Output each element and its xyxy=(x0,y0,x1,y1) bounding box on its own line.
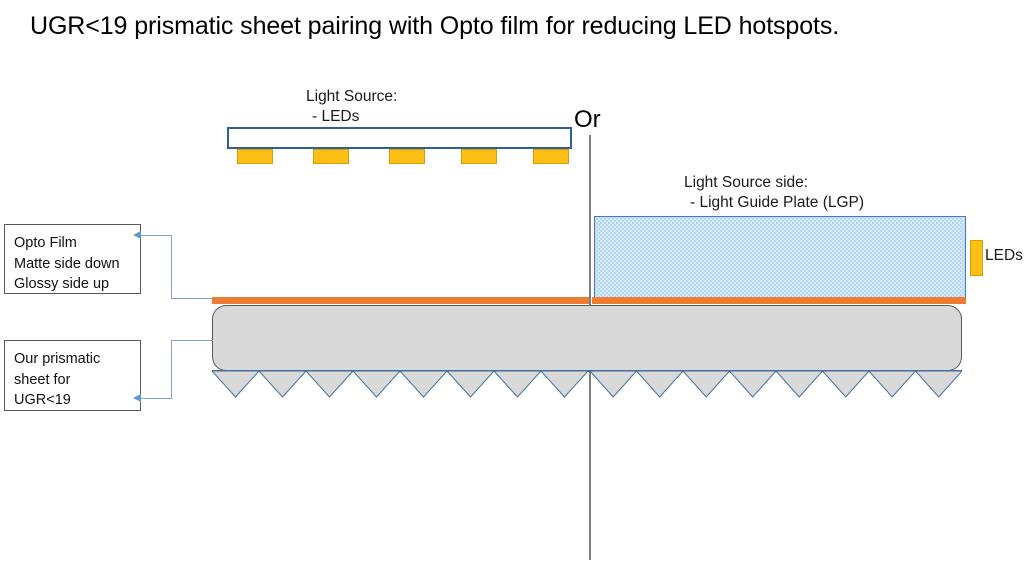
prismatic-sheet-left xyxy=(212,305,590,371)
prismatic-sheet-right xyxy=(590,305,962,371)
callout-line: UGR<19 xyxy=(14,392,71,408)
left-caption-line2: - LEDs xyxy=(312,108,360,125)
or-label: Or xyxy=(574,106,601,133)
left-caption-line1: Light Source: xyxy=(306,88,398,105)
lgp-edge-led xyxy=(970,240,983,276)
connector-opto-segment-h1 xyxy=(141,235,172,237)
callout-line: sheet for xyxy=(14,371,71,388)
led-chip xyxy=(237,149,273,164)
opto-film-layer-right xyxy=(592,297,966,304)
connector-opto-segment-h2 xyxy=(170,298,213,300)
connector-prismatic-segment-h2 xyxy=(141,398,172,400)
light-guide-plate xyxy=(594,216,966,298)
connector-prismatic-segment-v xyxy=(170,340,172,398)
led-chip xyxy=(533,149,569,164)
callout-opto-film: Opto Film Matte side down Glossy side up xyxy=(4,224,141,294)
led-chip xyxy=(313,149,349,164)
led-light-bar xyxy=(227,127,572,149)
page-title: UGR<19 prismatic sheet pairing with Opto… xyxy=(30,12,840,40)
connector-prismatic-segment-h1 xyxy=(170,340,213,342)
prism-teeth-left xyxy=(212,371,589,398)
callout-prismatic-sheet: Our prismatic sheet for UGR<19 xyxy=(4,340,141,411)
prism-teeth-right xyxy=(590,371,962,398)
connector-prismatic-arrowhead xyxy=(133,393,141,402)
callout-line: Our prismatic xyxy=(14,351,101,367)
right-caption-line2: - Light Guide Plate (LGP) xyxy=(690,194,865,211)
callout-line: Matte side down xyxy=(14,255,120,272)
callout-line: Glossy side up xyxy=(14,276,110,292)
led-chip xyxy=(389,149,425,164)
callout-line: Opto Film xyxy=(14,235,77,251)
connector-opto-segment-v xyxy=(170,235,172,299)
lgp-led-label: LEDs xyxy=(985,247,1023,264)
led-chip xyxy=(461,149,497,164)
connector-opto-arrowhead xyxy=(133,230,141,239)
right-caption-line1: Light Source side: xyxy=(684,174,809,191)
opto-film-layer-left xyxy=(212,297,589,304)
